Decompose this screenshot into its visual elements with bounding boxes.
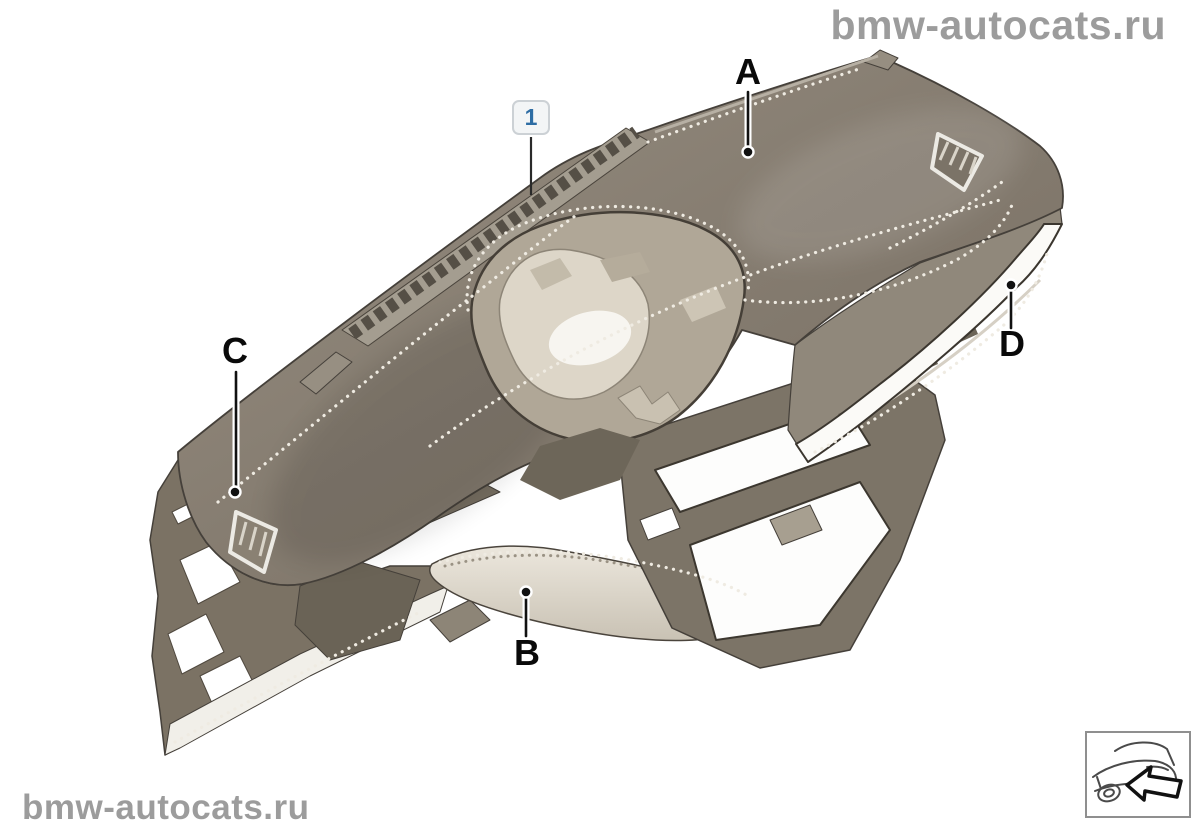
arrow-icon — [1125, 765, 1183, 802]
callout-leader-lines — [228, 88, 1018, 640]
right-air-vent — [930, 132, 984, 192]
stitch-seams — [173, 66, 1050, 744]
bracket — [429, 599, 491, 643]
frame-cutout — [167, 613, 225, 675]
callout-b-dot — [519, 585, 533, 599]
callout-letter-c: C — [222, 330, 248, 371]
a-pillar-tab — [299, 351, 353, 395]
part-callout-1[interactable]: 1 — [512, 100, 550, 135]
callout-d-dot — [1004, 278, 1018, 292]
top-edge-highlight — [654, 54, 879, 134]
callout-letter-b: B — [514, 632, 540, 673]
callout-letter-d: D — [999, 323, 1025, 364]
watermark-top-right: bmw-autocats.ru — [830, 2, 1166, 48]
watermark-bottom-left: bmw-autocats.ru — [22, 788, 310, 827]
cluster-opening — [470, 211, 746, 500]
left-air-vent — [228, 510, 278, 574]
top-corner-tab — [863, 49, 899, 71]
stack-slot — [639, 507, 681, 541]
grille-slots — [348, 126, 640, 340]
console-opening — [689, 481, 891, 641]
stack-bracket — [769, 504, 823, 546]
callout-c-dot — [228, 485, 242, 499]
decor-trim-strip — [795, 223, 1063, 463]
callout-letter-a: A — [735, 51, 761, 92]
knee-pad-stitch — [443, 553, 742, 598]
callout-a-dot — [741, 145, 755, 159]
section-thumbnail[interactable] — [1085, 731, 1191, 818]
dashboard-illustration — [149, 49, 1064, 756]
